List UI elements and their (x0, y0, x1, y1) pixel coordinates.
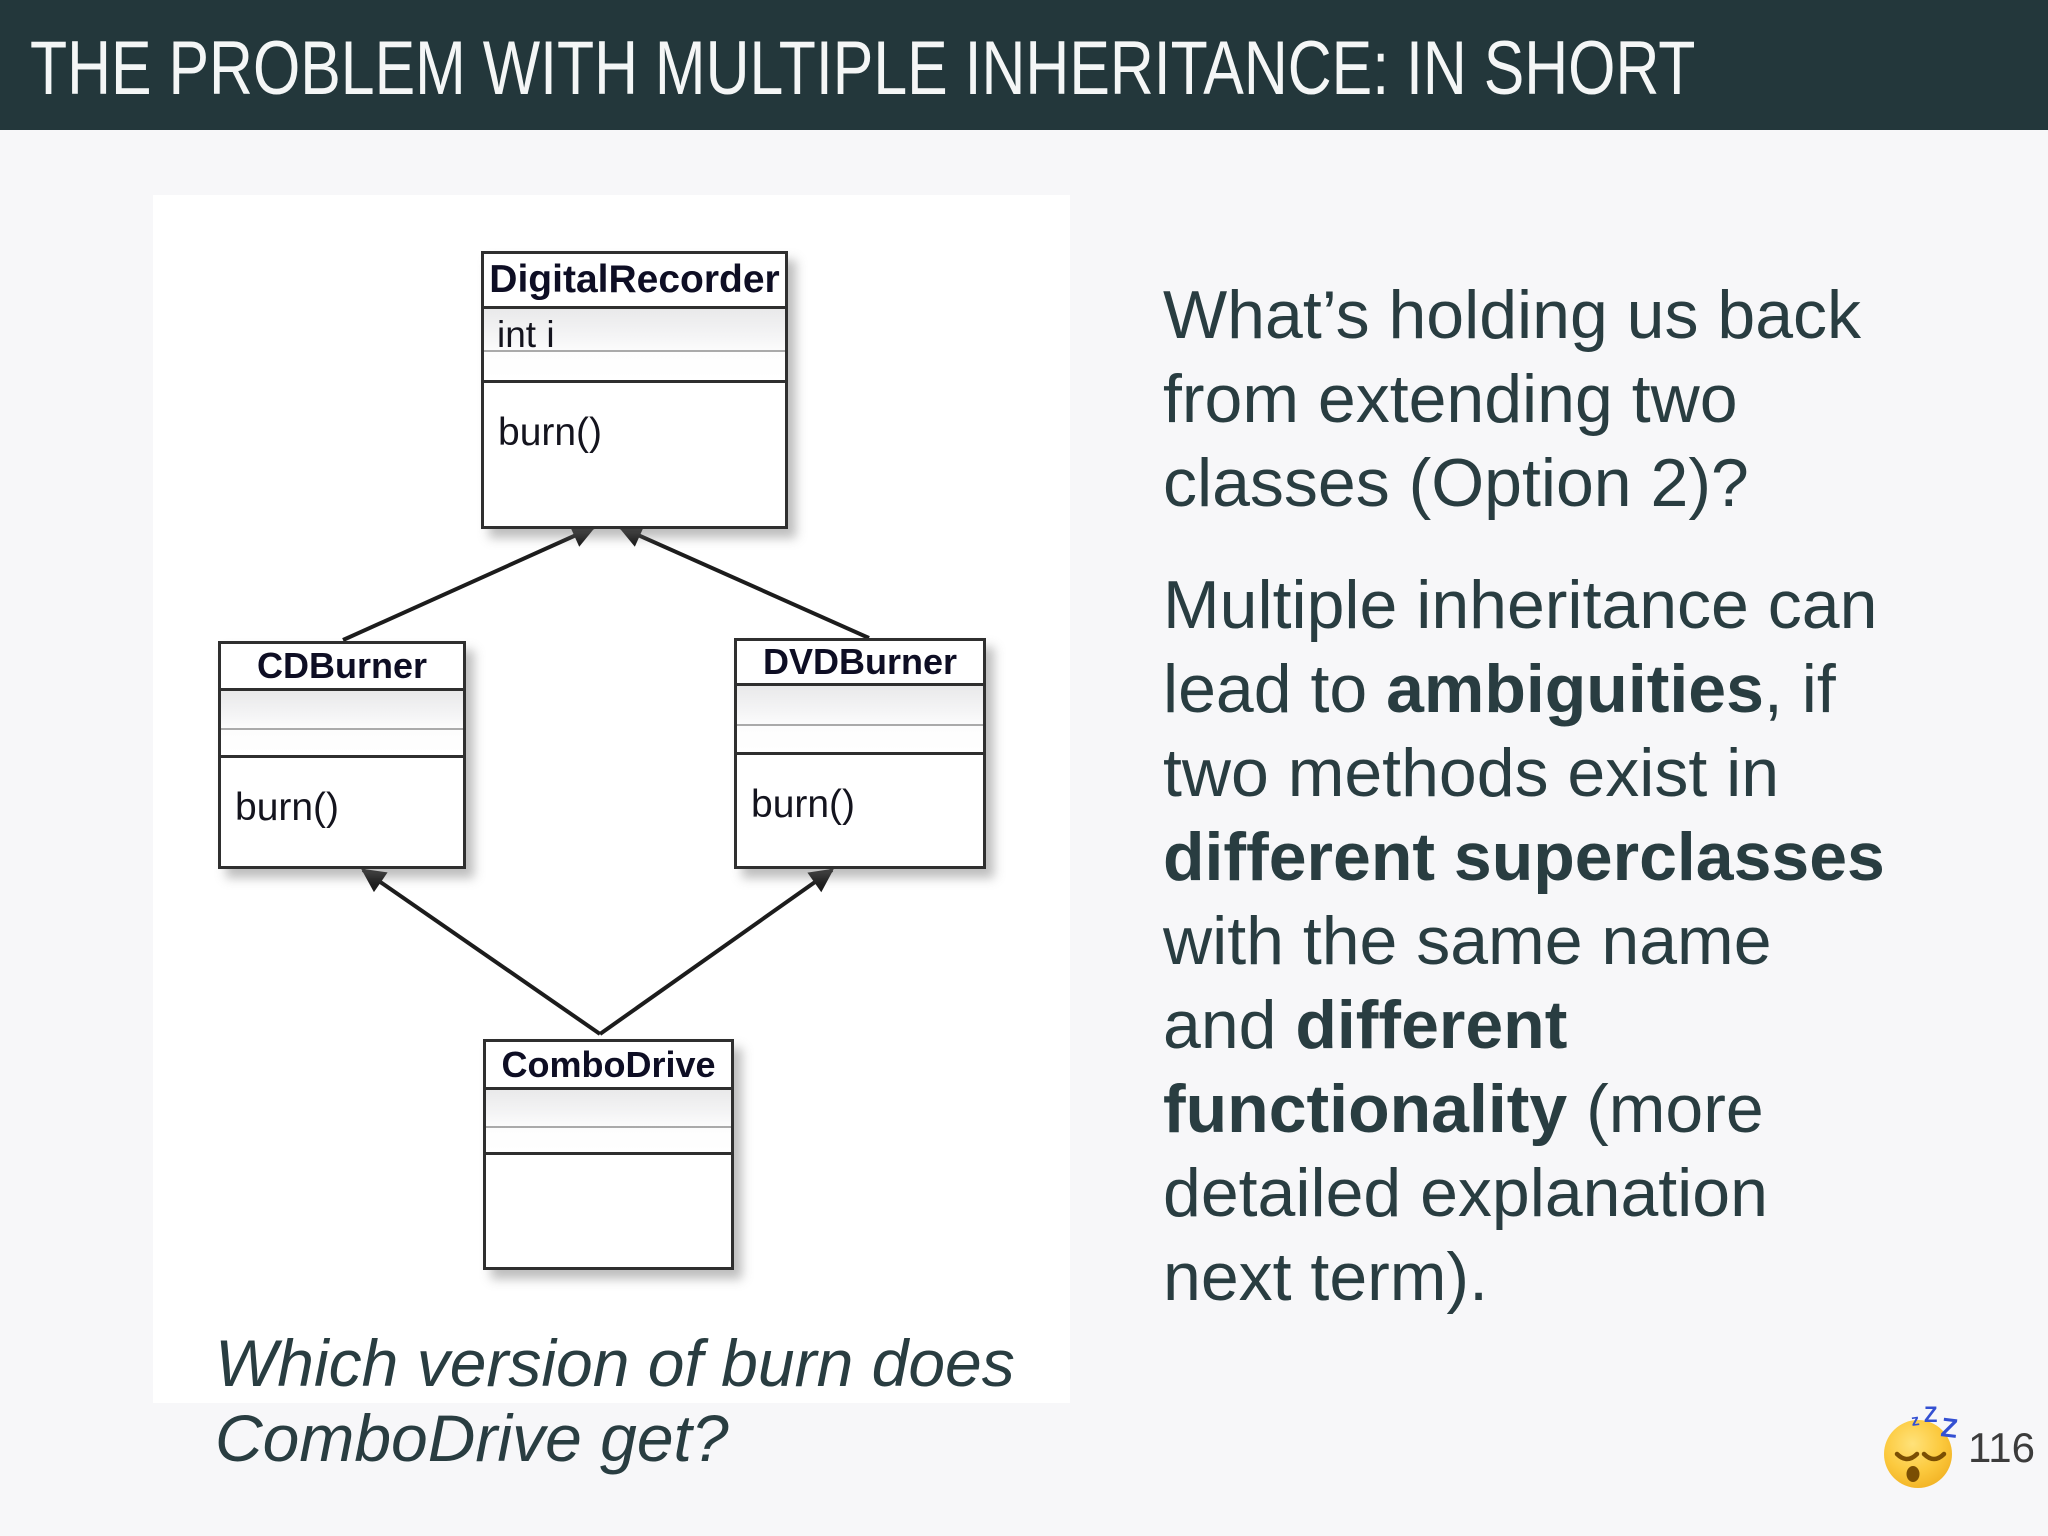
class-fields-compartment: int i (484, 309, 785, 383)
class-fields-compartment (486, 1090, 731, 1155)
inheritance-arrow-dvdburner-digitalrecorder (617, 524, 870, 640)
text-line: classes (Option 2)? (1163, 445, 1749, 521)
class-fields-compartment (221, 691, 463, 758)
inheritance-arrows (342, 524, 870, 1036)
class-methods-compartment: burn() (484, 383, 785, 526)
inheritance-arrow-combodrive-cdburner (361, 868, 602, 1036)
uml-diagram-image: DigitalRecorder int i burn() CDBurner bu… (153, 195, 1070, 1403)
inheritance-arrow-cdburner-digitalrecorder (342, 524, 597, 642)
slide-header-bar: THE PROBLEM WITH MULTIPLE INHERITANCE: I… (0, 0, 2048, 130)
emoji-left-eye (1894, 1451, 1920, 1462)
svg-text:z: z (1910, 1412, 1920, 1430)
paragraph-extending-two-classes: What’s holding us back from extending two… (1163, 273, 1963, 525)
class-fields-compartment (737, 686, 983, 755)
bold-text: ambiguities (1386, 651, 1764, 727)
bold-text: different superclasses (1163, 819, 1885, 895)
text-line: from extending two (1163, 361, 1738, 437)
text: two methods exist in (1163, 735, 1780, 811)
class-methods-compartment (486, 1155, 731, 1267)
class-methods-compartment: burn() (221, 758, 463, 866)
svg-text:Z: Z (1924, 1402, 1937, 1427)
compartment-divider-line (221, 728, 463, 731)
text-line: lead to ambiguities, if (1163, 647, 1963, 731)
text-line: Multiple inheritance can (1163, 563, 1963, 647)
emoji-mouth (1906, 1466, 1920, 1482)
text: and (1163, 987, 1296, 1063)
text: next term). (1163, 1239, 1488, 1315)
inheritance-arrow-combodrive-dvdburner (598, 868, 834, 1036)
text: , if (1763, 651, 1836, 727)
slide-title: THE PROBLEM WITH MULTIPLE INHERITANCE: I… (30, 25, 1696, 111)
text-line: different superclasses (1163, 815, 1963, 899)
compartment-divider-line (737, 724, 983, 727)
text-line: functionality (more (1163, 1067, 1963, 1151)
text-line: two methods exist in (1163, 731, 1963, 815)
class-box-combodrive: ComboDrive (483, 1039, 734, 1270)
bold-text: functionality (1163, 1071, 1568, 1147)
class-name: ComboDrive (486, 1042, 731, 1090)
text-line: ComboDrive get? (215, 1401, 729, 1475)
text-line: with the same name (1163, 899, 1963, 983)
emoji-zzz: z Z Z (1910, 1402, 1959, 1444)
svg-text:Z: Z (1939, 1412, 1959, 1444)
class-name: DigitalRecorder (484, 254, 785, 309)
class-box-dvdburner: DVDBurner burn() (734, 638, 986, 869)
body-text-column: What’s holding us back from extending two… (1163, 273, 1963, 1319)
class-method: burn() (751, 783, 856, 826)
text: detailed explanation (1163, 1155, 1768, 1231)
text-line: next term). (1163, 1235, 1963, 1319)
class-box-digitalrecorder: DigitalRecorder int i burn() (481, 251, 788, 529)
compartment-divider-line (484, 350, 785, 353)
text: lead to (1163, 651, 1387, 727)
class-method: burn() (498, 411, 603, 454)
class-method: burn() (235, 786, 340, 829)
text: with the same name (1163, 903, 1772, 979)
text-line: detailed explanation (1163, 1151, 1963, 1235)
text-line: Which version of burn does (215, 1326, 1015, 1400)
sleeping-face-emoji: z Z Z (1884, 1402, 1959, 1488)
emoji-right-eye (1921, 1451, 1947, 1462)
text: (more (1567, 1071, 1764, 1147)
class-field: int i (497, 314, 555, 355)
class-name: DVDBurner (737, 641, 983, 686)
compartment-divider-line (486, 1125, 731, 1128)
text-line: and different (1163, 983, 1963, 1067)
class-name: CDBurner (221, 644, 463, 691)
text: Multiple inheritance can (1163, 567, 1878, 643)
class-methods-compartment: burn() (737, 755, 983, 866)
page-number: 116 (1968, 1424, 2035, 1471)
text-line: What’s holding us back (1163, 277, 1862, 353)
bold-text: different (1295, 987, 1568, 1063)
class-box-cdburner: CDBurner burn() (218, 641, 466, 869)
